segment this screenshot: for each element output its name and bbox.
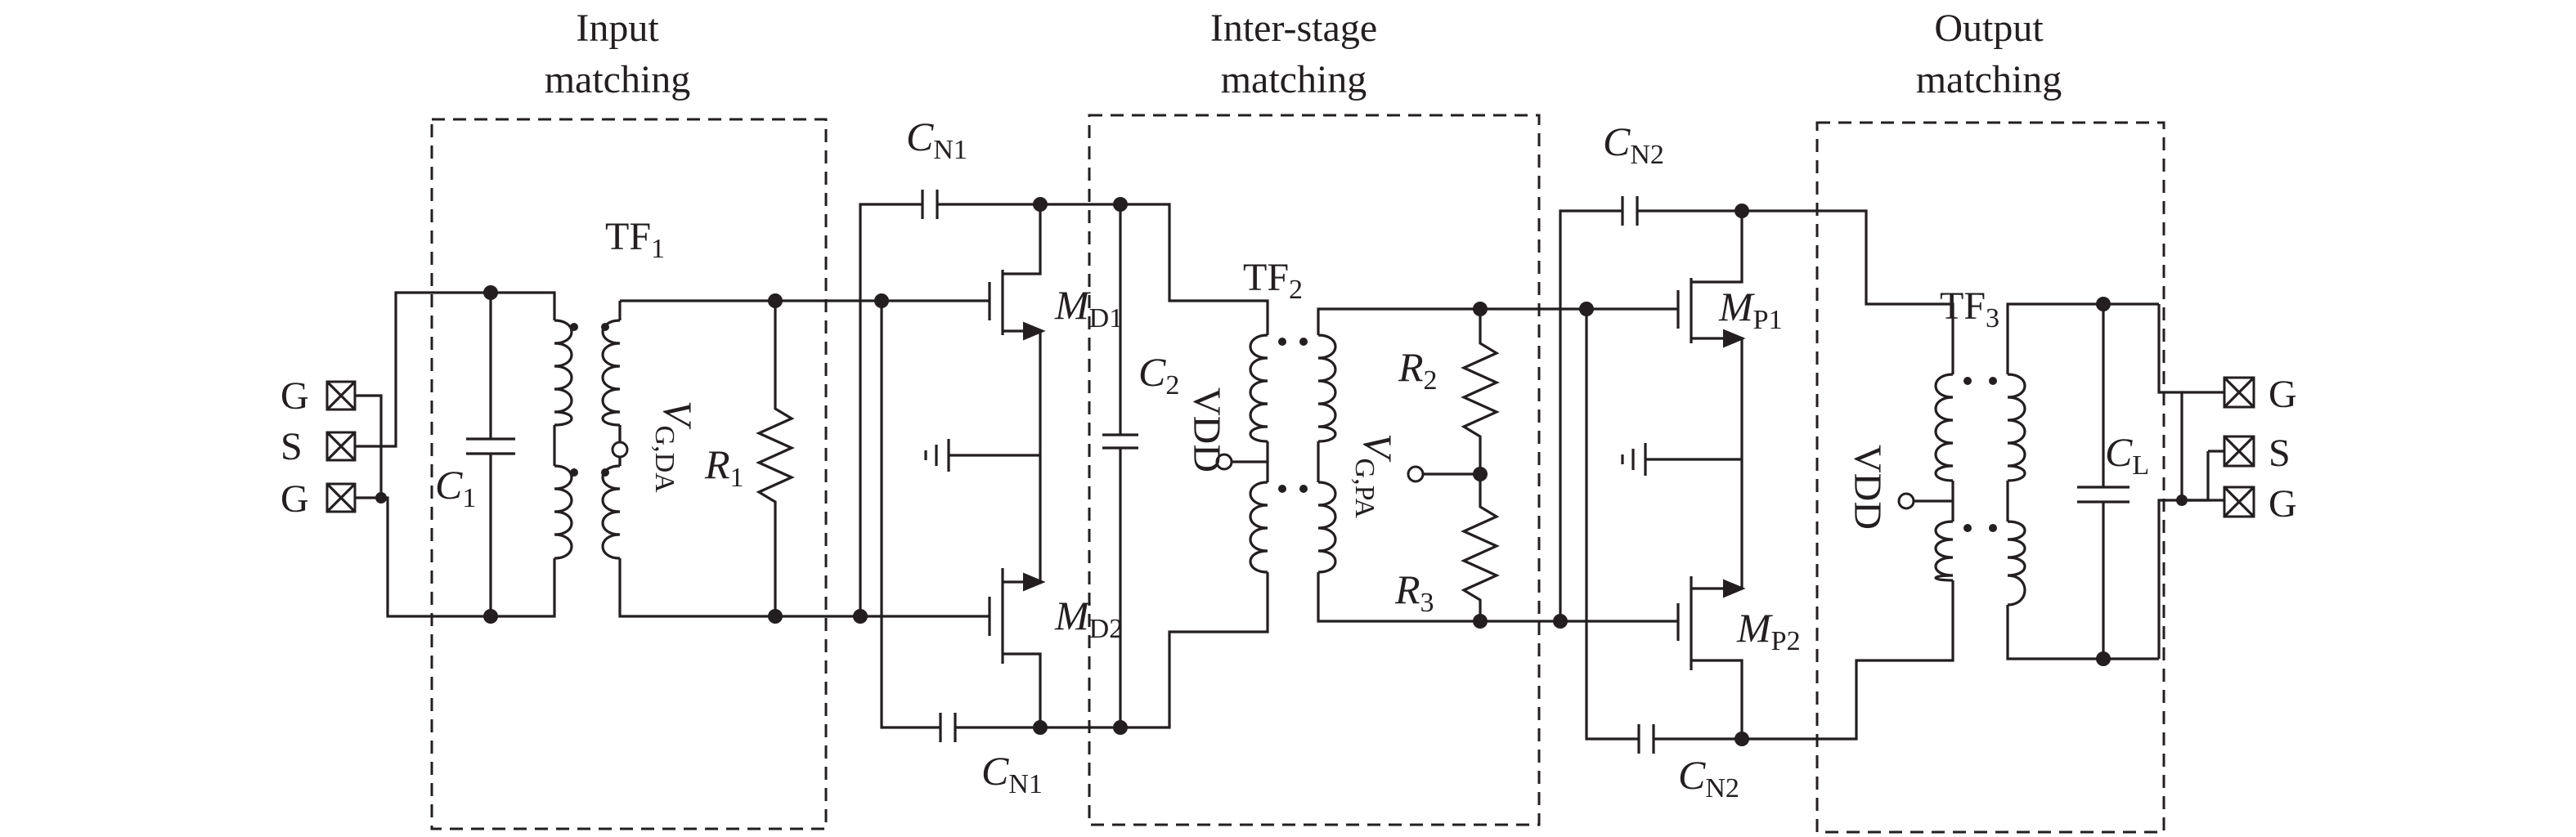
- output-matching-title-line1: Output: [1934, 7, 2044, 50]
- r2-label: R2: [1398, 344, 1438, 396]
- cn1-bottom-label: CN1: [981, 748, 1043, 799]
- cn2-top-label: CN2: [1603, 119, 1664, 170]
- interstage-matching-title-line1: Inter-stage: [1210, 7, 1377, 50]
- output-matching-title-line2: matching: [1916, 58, 2062, 101]
- input-pad-label-g1: G: [280, 374, 309, 418]
- cn1-top-label: CN1: [906, 114, 967, 165]
- output-pad-g1-icon: [2223, 376, 2255, 409]
- input-pad-g1-icon: [325, 380, 357, 411]
- input-pad-g2-icon: [325, 482, 357, 513]
- md2-label: MD2: [1054, 593, 1123, 644]
- tf3-label: TF3: [1940, 284, 1999, 333]
- cl-label: CL: [2105, 429, 2149, 481]
- c2-label: C2: [1138, 349, 1179, 401]
- output-pad-label-g2: G: [2269, 482, 2297, 526]
- r3-label: R3: [1394, 566, 1434, 618]
- input-matching-box: [430, 118, 828, 830]
- r2-r3-resistors: [1407, 309, 1500, 621]
- input-pads: G S G: [280, 374, 357, 521]
- output-pad-g2-icon: [2223, 486, 2255, 518]
- md1-label: MD1: [1054, 282, 1123, 333]
- tf2-transformer: [1215, 307, 1480, 623]
- r1-label: R1: [704, 441, 744, 493]
- vgda-label: VG,DA: [649, 401, 701, 493]
- input-pad-label-s: S: [280, 425, 303, 468]
- tf1-transformer: [554, 319, 629, 560]
- vdd-label-interstage: VDD: [1185, 387, 1228, 472]
- mp1-label: MP1: [1718, 284, 1783, 335]
- mp2-label: MP2: [1736, 605, 1801, 656]
- cn2-bottom-label: CN2: [1678, 752, 1739, 803]
- tf1-label: TF1: [605, 215, 665, 264]
- cl-capacitor: [2077, 304, 2183, 659]
- output-matching-box: [1815, 121, 2165, 834]
- input-wires: [355, 291, 882, 618]
- vdd-label-output: VDD: [1846, 445, 1889, 530]
- output-pads: G S G: [2182, 373, 2297, 526]
- input-matching-title-line2: matching: [545, 58, 691, 101]
- tf2-label: TF2: [1243, 256, 1303, 305]
- pa-stage-wires: [1480, 196, 1954, 754]
- input-matching-title-line1: Input: [576, 7, 659, 50]
- input-pad-label-g2: G: [280, 477, 309, 521]
- c1-label: C1: [435, 462, 476, 513]
- input-pad-s-icon: [325, 431, 357, 462]
- output-pad-label-g1: G: [2269, 373, 2297, 416]
- interstage-matching-title-line2: matching: [1221, 58, 1367, 101]
- driver-stage-wires: [859, 190, 1269, 742]
- interstage-matching-box: [1088, 114, 1541, 826]
- output-pad-s-icon: [2223, 435, 2255, 468]
- vgpa-label: VG,PA: [1349, 433, 1401, 518]
- tf3-transformer: [1897, 302, 2159, 660]
- output-pad-label-s: S: [2269, 432, 2291, 475]
